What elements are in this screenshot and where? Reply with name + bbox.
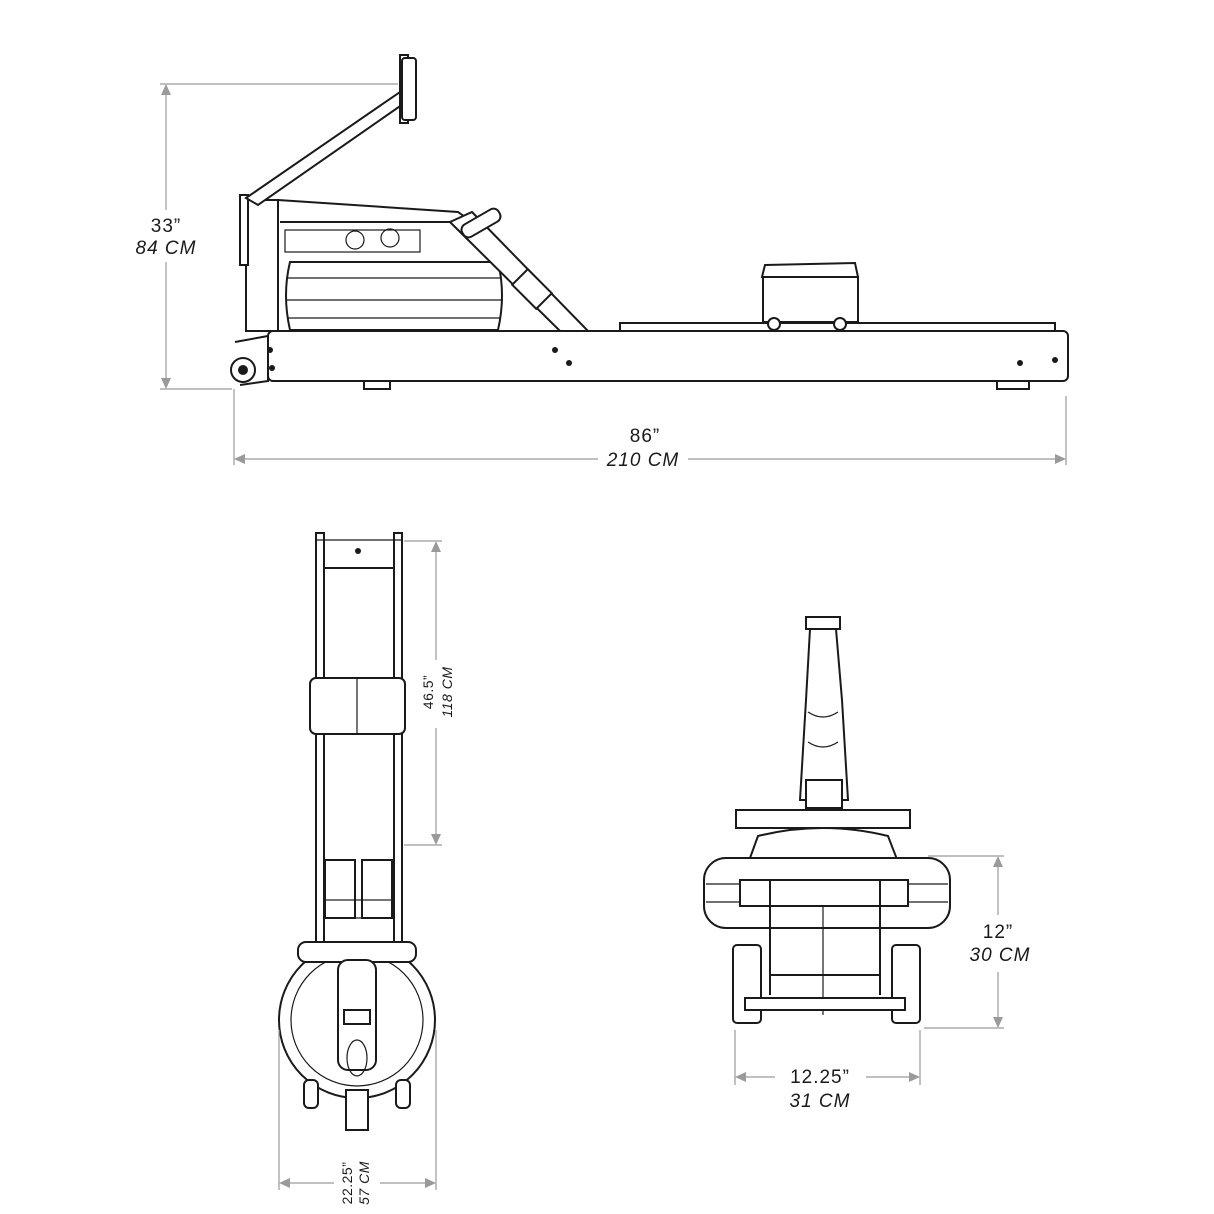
side-view-length-in: 86” bbox=[630, 426, 660, 447]
top-view-width-cm: 57 CM bbox=[356, 1161, 372, 1205]
top-view-rower-outline bbox=[278, 532, 436, 1131]
top-view-width-dimension: 22.25” 57 CM bbox=[278, 1030, 437, 1205]
side-view-height-in: 33” bbox=[151, 216, 181, 237]
side-view-height-dimension: 33” 84 CM bbox=[136, 83, 398, 390]
top-view-rail-dimension: 46.5” 118 CM bbox=[404, 540, 455, 846]
front-view-height-in: 12” bbox=[983, 922, 1013, 943]
front-view-width-cm: 31 CM bbox=[790, 1091, 851, 1112]
top-view-width-in: 22.25” bbox=[339, 1162, 355, 1205]
top-view-rail-cm: 118 CM bbox=[439, 667, 455, 718]
front-view-height-cm: 30 CM bbox=[970, 945, 1031, 966]
side-view-rower-outline bbox=[230, 54, 1069, 390]
front-view-rower-outline bbox=[703, 616, 951, 1024]
top-view-rail-in: 46.5” bbox=[420, 675, 436, 709]
side-view: 33” 84 CM 86” 210 CM bbox=[136, 54, 1069, 471]
front-view-height-dimension: 12” 30 CM bbox=[924, 855, 1031, 1029]
side-view-height-cm: 84 CM bbox=[136, 238, 197, 259]
front-view-width-dimension: 12.25” 31 CM bbox=[734, 1030, 921, 1112]
top-view: 46.5” 118 CM 22.25” 57 CM bbox=[278, 532, 455, 1205]
front-view-width-in: 12.25” bbox=[790, 1067, 850, 1088]
front-view: 12” 30 CM 12.25” 31 CM bbox=[703, 616, 1031, 1112]
side-view-length-dimension: 86” 210 CM bbox=[233, 389, 1067, 471]
side-view-length-cm: 210 CM bbox=[606, 450, 680, 471]
